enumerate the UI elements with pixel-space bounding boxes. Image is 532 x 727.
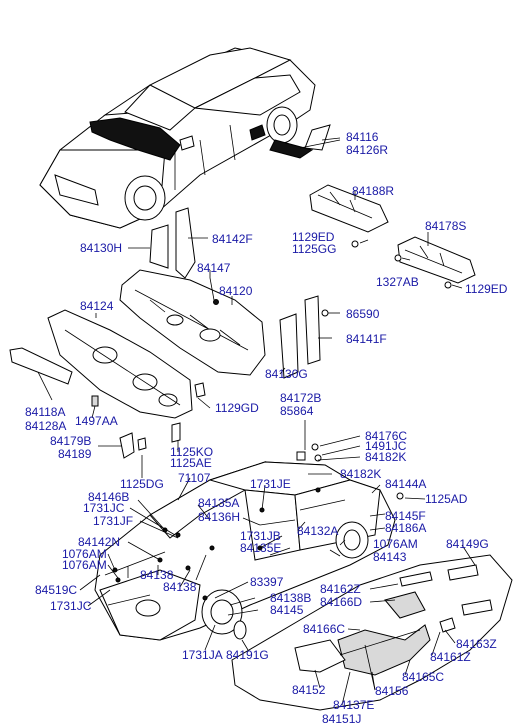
callout-84163Z[interactable]: 84163Z [456, 637, 497, 651]
callout-84142N[interactable]: 84142N [78, 535, 121, 549]
callout-84188R[interactable]: 84188R [352, 184, 395, 198]
callout-84176C[interactable]: 84176C [365, 429, 408, 443]
callout-84166D[interactable]: 84166D [320, 595, 363, 609]
callout-71107[interactable]: 71107 [178, 471, 211, 485]
callout-84182K-a[interactable]: 84182K [365, 450, 407, 464]
callout-1327AB[interactable]: 1327AB [376, 275, 419, 289]
callout-84130H[interactable]: 84130H [80, 241, 123, 255]
callout-84132A[interactable]: 84132A [297, 524, 339, 538]
floor-carpet-illustration [231, 554, 513, 711]
insulator-pads-illustration [309, 184, 476, 289]
callout-84135E[interactable]: 84135E [240, 541, 282, 555]
callout-1491JC[interactable]: 1491JC [365, 439, 407, 453]
callout-1076AM-a[interactable]: 1076AM [373, 537, 418, 551]
callout-84143[interactable]: 84143 [373, 550, 407, 564]
callout-1125DG[interactable]: 1125DG [120, 477, 164, 491]
callout-84147[interactable]: 84147 [197, 261, 231, 275]
callout-1731JC-b[interactable]: 1731JC [50, 599, 92, 613]
callout-84156[interactable]: 84156 [375, 684, 409, 698]
callout-84144A[interactable]: 84144A [385, 477, 427, 491]
callout-84162Z[interactable]: 84162Z [320, 582, 361, 596]
callout-86590[interactable]: 86590 [346, 307, 380, 321]
leader-lines [37, 137, 476, 706]
callout-1125AE[interactable]: 1125AE [170, 456, 212, 470]
top-car-illustration [39, 47, 341, 229]
callout-84124[interactable]: 84124 [80, 299, 114, 313]
callout-1125KO[interactable]: 1125KO [170, 445, 214, 459]
callout-1497AA[interactable]: 1497AA [75, 414, 118, 428]
lower-car-illustration [94, 443, 404, 641]
callout-84116[interactable]: 84116 [346, 130, 379, 144]
callout-84138B[interactable]: 84138B [270, 591, 312, 605]
callout-84519C[interactable]: 84519C [35, 583, 78, 597]
callout-1731JF[interactable]: 1731JF [93, 514, 134, 528]
callout-84182K-b[interactable]: 84182K [340, 467, 382, 481]
callout-84138-a[interactable]: 84138 [140, 568, 174, 582]
callout-1125AD[interactable]: 1125AD [425, 492, 468, 506]
callout-84136H[interactable]: 84136H [198, 510, 241, 524]
callout-84152[interactable]: 84152 [292, 683, 326, 697]
callout-1731JB[interactable]: 1731JB [240, 529, 281, 543]
callout-84145[interactable]: 84145 [270, 603, 304, 617]
callout-84145F[interactable]: 84145F [385, 509, 426, 523]
callout-1076AM-c[interactable]: 1076AM [62, 558, 107, 572]
callout-84178S[interactable]: 84178S [425, 219, 467, 233]
callout-84151J[interactable]: 84151J [322, 712, 362, 726]
callout-1731JE[interactable]: 1731JE [250, 477, 291, 491]
callout-84149G[interactable]: 84149G [446, 537, 489, 551]
callout-84130G[interactable]: 84130G [265, 367, 308, 381]
callout-83397[interactable]: 83397 [250, 575, 284, 589]
callout-84179B[interactable]: 84179B [50, 434, 92, 448]
callout-1731JA[interactable]: 1731JA [182, 648, 223, 662]
callout-84165C[interactable]: 84165C [402, 670, 445, 684]
callout-84126R[interactable]: 84126R [346, 143, 389, 157]
dash-insulator-illustration [9, 207, 329, 459]
callout-84161Z[interactable]: 84161Z [430, 650, 471, 664]
callout-84141F[interactable]: 84141F [346, 332, 387, 346]
callout-1076AM-b[interactable]: 1076AM [62, 547, 107, 561]
callout-84172B[interactable]: 84172B [280, 391, 322, 405]
callout-1731JC-a[interactable]: 1731JC [83, 501, 125, 515]
callout-84118A[interactable]: 84118A [25, 405, 66, 419]
callout-85864[interactable]: 85864 [280, 404, 314, 418]
callout-1129ED-b[interactable]: 1129ED [465, 282, 508, 296]
callout-84128A[interactable]: 84128A [25, 419, 67, 433]
callout-84189[interactable]: 84189 [58, 447, 92, 461]
callout-84186A[interactable]: 84186A [385, 521, 427, 535]
callout-1129GD[interactable]: 1129GD [215, 401, 259, 415]
callout-84166C[interactable]: 84166C [303, 622, 346, 636]
callout-1125GG[interactable]: 1125GG [292, 242, 337, 256]
callout-84135A[interactable]: 84135A [198, 496, 240, 510]
callout-84120[interactable]: 84120 [219, 284, 253, 298]
callout-84142F[interactable]: 84142F [212, 232, 253, 246]
callout-84137E[interactable]: 84137E [333, 698, 375, 712]
callout-1129ED-a[interactable]: 1129ED [292, 230, 335, 244]
callout-84138-b[interactable]: 84138 [163, 580, 197, 594]
callout-84191G[interactable]: 84191G [226, 648, 269, 662]
callout-84146B[interactable]: 84146B [88, 490, 130, 504]
